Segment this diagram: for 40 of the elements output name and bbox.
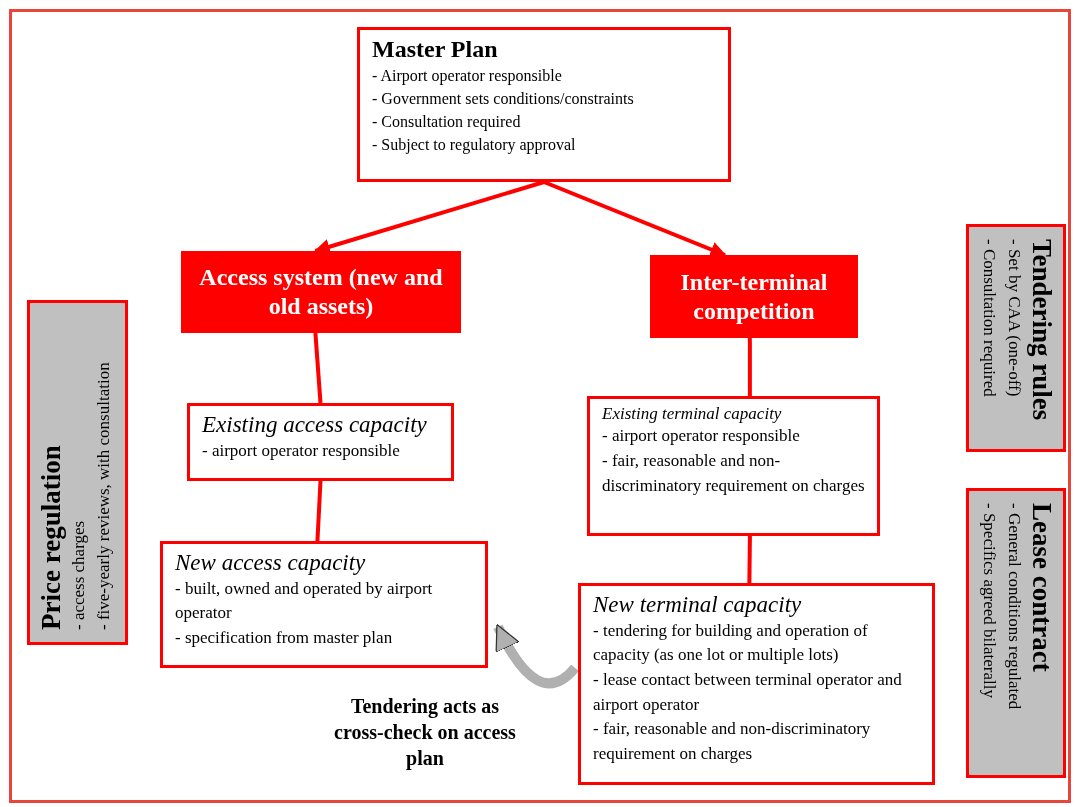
box-heading: Inter-terminal competition [679,267,829,326]
box-heading: New access capacity [175,549,367,577]
box-heading: New terminal capacity [593,591,803,619]
bullet-text: - specification from master plan [175,626,394,649]
bullet-text: - lease contact between terminal operator and airport operator [593,668,903,716]
bullet-text: - General conditions regulated [1003,503,1025,712]
bullet-text: - fair, reasonable and non-discriminatory requirement on charges [593,718,872,765]
bullet-text: - fair, reasonable and non-discriminatory requirement on charges [602,450,865,497]
box-heading: Lease contract [1026,503,1058,674]
box-heading: Price regulation [35,444,67,630]
bullet-text: - Set by CAA (one-off) [1003,239,1025,399]
process-box [160,541,488,668]
bullet-text: - tendering for building and operation of capacity (as one lot or multiple lots) [593,619,869,667]
process-box [357,27,731,182]
side-panel [966,224,1066,452]
category-box [650,255,858,338]
bullet-text: - airport operator responsible [202,439,401,462]
process-box [587,396,880,536]
category-box [181,251,461,333]
bullet-text: - Airport operator responsible [372,65,563,87]
arrow [543,180,727,258]
bullet-text: - access charges [68,519,90,630]
box-heading: Master Plan [372,35,499,64]
annotation-text: Tendering acts as cross-check on access plan [333,694,517,771]
bullet-text: - Consultation required [372,112,522,133]
box-heading: Existing terminal capacity [602,404,783,425]
box-heading: Existing access capacity [202,411,428,439]
box-heading: Access system (new and old assets) [198,263,444,321]
bullet-text: - built, owned and operated by airport operator [175,577,434,625]
bullet-text: - airport operator responsible [602,425,801,448]
side-panel [27,300,128,645]
bullet-text: - Government sets conditions/constraints [372,89,635,109]
bullet-text: - five-yearly reviews, with consultation [93,361,115,630]
process-box [578,583,935,785]
bullet-text: - Subject to regulatory approval [372,135,577,156]
box-heading: Tendering rules [1026,239,1058,423]
bullet-text: - Consultation required [978,239,1000,399]
side-panel [966,488,1066,778]
bullet-text: - Specifics agreed bilaterally [978,503,1000,700]
process-box [187,403,454,481]
